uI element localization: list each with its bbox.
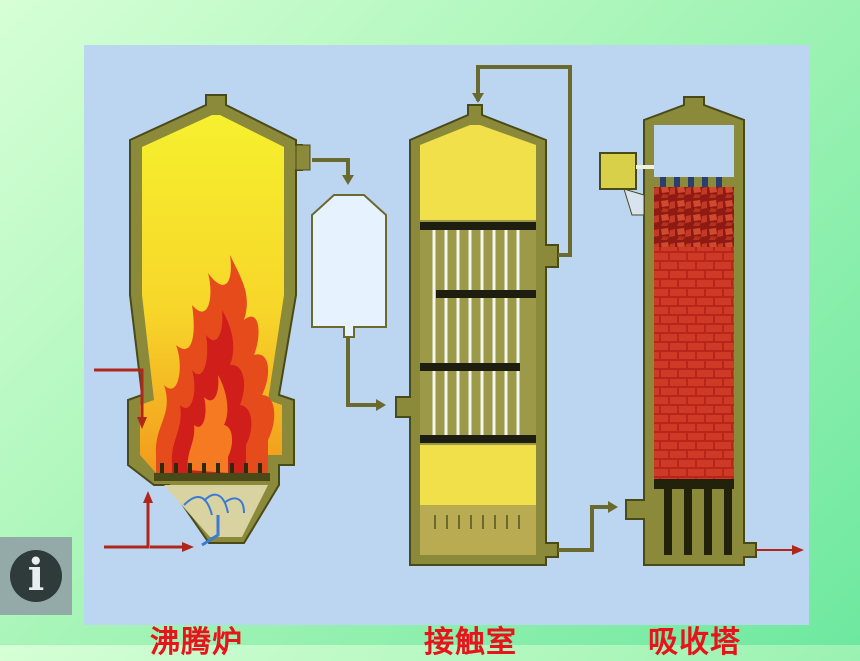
absorber-label: 吸收塔 [648,625,741,660]
info-icon: i [10,550,62,602]
sulfuric-acid-process-diagram [94,65,804,566]
boiling-furnace [94,94,311,552]
contact-chamber [395,65,618,566]
gas-flow-arrow-1 [312,158,354,185]
diagram-panel: 沸腾炉 接触室 吸收塔 [84,45,809,660]
converter-label: 接触室 [424,625,517,660]
absorption-tower [599,96,804,566]
furnace-label: 沸腾炉 [150,625,243,660]
info-button[interactable]: i [0,537,72,615]
dust-separator [311,194,387,411]
